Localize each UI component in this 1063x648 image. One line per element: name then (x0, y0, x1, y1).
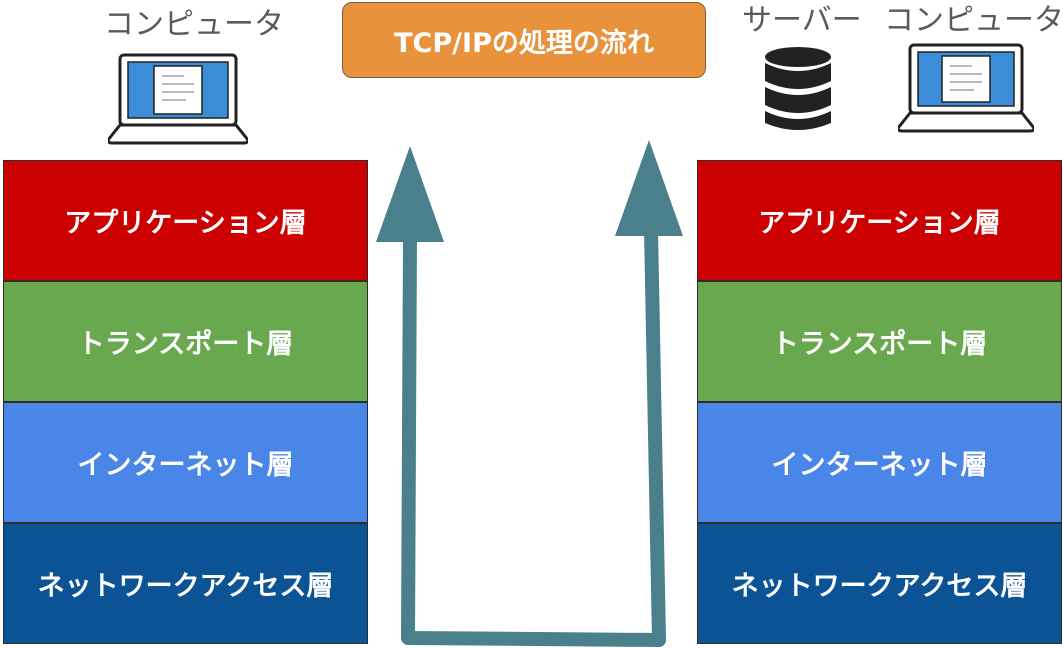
right-application-layer: アプリケーション層 (697, 160, 1062, 281)
database-icon (765, 47, 831, 130)
diagram-title: TCP/IPの処理の流れ (342, 2, 706, 78)
right-computer-label: コンピュータ (884, 3, 1063, 38)
layer-label: トランスポート層 (771, 329, 988, 360)
layer-label: インターネット層 (77, 450, 294, 481)
left-transport-layer: トランスポート層 (3, 281, 368, 402)
right-network-access-layer: ネットワークアクセス層 (697, 523, 1062, 644)
right-transport-layer: トランスポート層 (697, 281, 1062, 402)
left-computer-label: コンピュータ (104, 7, 284, 42)
right-internet-layer: インターネット層 (697, 402, 1062, 523)
arrow-up-icon (615, 140, 683, 236)
layer-label: ネットワークアクセス層 (37, 571, 334, 602)
laptop-icon (898, 43, 1034, 133)
left-protocol-stack: アプリケーション層 トランスポート層 インターネット層 ネットワークアクセス層 (3, 160, 368, 645)
arrow-up-icon (376, 146, 444, 242)
left-application-layer: アプリケーション層 (3, 160, 368, 281)
layer-label: アプリケーション層 (758, 208, 1001, 239)
flow-path (401, 229, 666, 647)
left-network-access-layer: ネットワークアクセス層 (3, 523, 368, 644)
server-label: サーバー (742, 3, 862, 38)
layer-label: インターネット層 (771, 450, 988, 481)
left-internet-layer: インターネット層 (3, 402, 368, 523)
laptop-icon (108, 53, 248, 145)
layer-label: トランスポート層 (77, 329, 294, 360)
layer-label: アプリケーション層 (64, 208, 307, 239)
layer-label: ネットワークアクセス層 (731, 571, 1028, 602)
right-protocol-stack: アプリケーション層 トランスポート層 インターネット層 ネットワークアクセス層 (697, 160, 1062, 645)
